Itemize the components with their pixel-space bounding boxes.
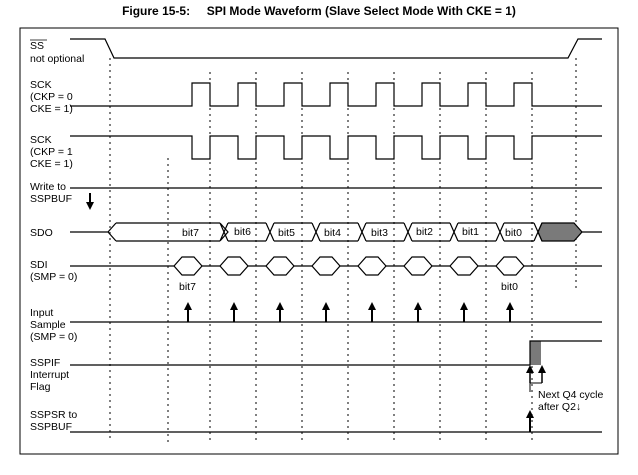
- sdi-window: [357, 256, 387, 276]
- sck1-label: SCK: [30, 134, 52, 146]
- diagram-frame: [19, 27, 619, 455]
- figure-number: Figure 15-5:: [122, 4, 191, 18]
- sdi-bit0: bit0: [501, 281, 518, 293]
- sck0-cke: CKE = 1): [30, 103, 73, 115]
- sdo-segment: [311, 222, 358, 242]
- sdi-window: [311, 256, 341, 276]
- sdo-bit0: bit0: [505, 227, 522, 239]
- sdi-smp: (SMP = 0): [30, 271, 77, 283]
- sck0-ckp: (CKP = 0: [30, 91, 73, 103]
- sdo-label: SDO: [30, 227, 53, 239]
- sdo-bit6: bit6: [234, 226, 251, 238]
- input-sample: Sample: [30, 319, 66, 331]
- sdi-window: [219, 256, 249, 276]
- sdo-transition: [219, 222, 229, 242]
- sdo-bit2: bit2: [416, 226, 433, 238]
- sample-arrows: [184, 302, 514, 322]
- sdi-window: [495, 256, 525, 276]
- sdi-window: [173, 256, 203, 276]
- sdo-segment: [449, 222, 496, 242]
- sdo-bit4: bit4: [324, 227, 341, 239]
- sck1-ckp: (CKP = 1: [30, 146, 73, 158]
- sdo-bit3: bit3: [371, 227, 388, 239]
- sspif-waveform: [70, 340, 602, 366]
- sdo-segment: [403, 222, 450, 242]
- sspsr-label: SSPSR to: [30, 409, 77, 421]
- sspif-flag: Flag: [30, 381, 51, 393]
- sck0-label: SCK: [30, 79, 52, 91]
- sdo-segment: [357, 222, 404, 242]
- signal-labels: SS not optional SCK (CKP = 0 CKE = 1) SC…: [30, 39, 84, 433]
- sdo-bit5: bit5: [278, 227, 295, 239]
- sdo-bit1: bit1: [462, 226, 479, 238]
- ss-label: SS: [30, 40, 44, 52]
- sdi-window: [265, 256, 295, 276]
- sdo-segment: [495, 222, 534, 242]
- ss-note: not optional: [30, 53, 84, 65]
- sspif-label: SSPIF: [30, 357, 60, 369]
- sdo-entry: [70, 222, 220, 242]
- sck-ckp0-waveform: [70, 82, 602, 107]
- sspif-interrupt: Interrupt: [30, 369, 69, 381]
- input-label: Input: [30, 307, 53, 319]
- sdo-segment: [228, 222, 266, 242]
- sck-ckp1-waveform: [70, 135, 602, 160]
- sck1-cke: CKE = 1): [30, 158, 73, 170]
- annotation-line2: after Q2↓: [538, 401, 581, 413]
- sdi-window: [449, 256, 479, 276]
- sdi-bit7: bit7: [179, 281, 196, 293]
- sdo-waveform: [70, 222, 602, 242]
- annotation-line1: Next Q4 cycle: [538, 389, 604, 401]
- timing-guides: [109, 58, 577, 442]
- write-label: Write to: [30, 181, 66, 193]
- ss-waveform: [70, 38, 602, 59]
- sdi-window: [403, 256, 433, 276]
- sdi-label: SDI: [30, 259, 48, 271]
- sdi-waveform: [70, 256, 602, 276]
- sspif-undefined-region: [530, 341, 541, 365]
- sdo-segment: [265, 222, 312, 242]
- figure-title: Figure 15-5: SPI Mode Waveform (Slave Se…: [0, 4, 638, 18]
- sdo-undefined-region: [537, 222, 583, 242]
- sdo-bit7: bit7: [182, 227, 199, 239]
- input-smp: (SMP = 0): [30, 331, 77, 343]
- sspsr-buf: SSPBUF: [30, 421, 72, 433]
- figure-caption: SPI Mode Waveform (Slave Select Mode Wit…: [206, 4, 516, 18]
- write-buf: SSPBUF: [30, 193, 72, 205]
